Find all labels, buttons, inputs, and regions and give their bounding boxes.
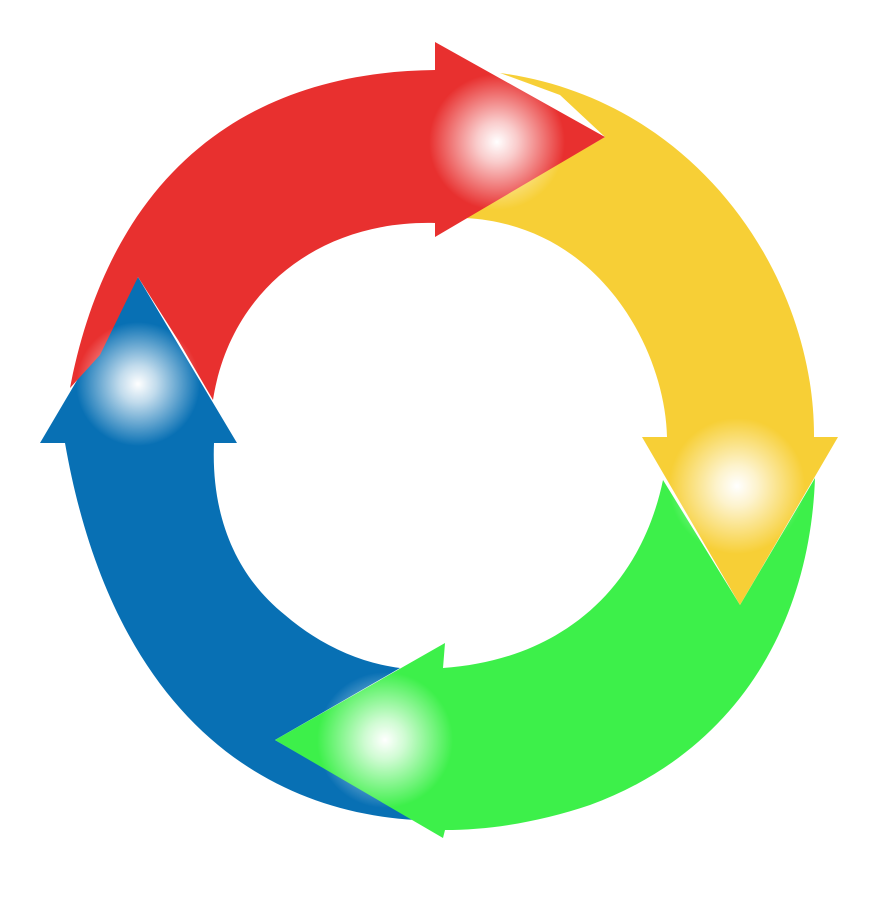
yellow-arrow-highlight: [669, 418, 805, 554]
red-arrow-highlight: [429, 74, 565, 210]
green-arrow-highlight: [317, 672, 453, 808]
blue-arrow-highlight: [76, 322, 200, 446]
